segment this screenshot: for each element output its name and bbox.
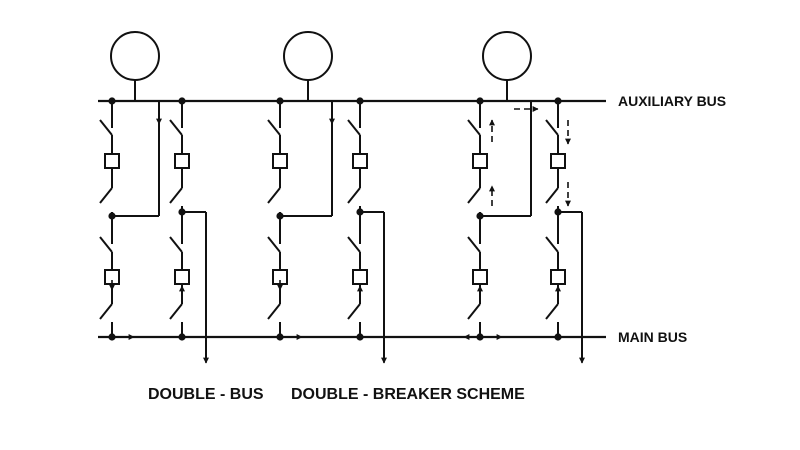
circuit-2-b-lower-disconnect (347, 236, 361, 253)
circuit-2-a-upper-disconnect-2 (267, 187, 281, 204)
circuit-2-main-junction-b (356, 333, 364, 341)
circuit-2-a-lower-disconnect (267, 236, 281, 253)
circuit-2-b-upper-breaker (352, 153, 368, 169)
title-right: DOUBLE - BREAKER SCHEME (291, 386, 525, 403)
circuit-1-b-upper-disconnect-2 (169, 187, 183, 204)
circuit-2-generator-circle (283, 31, 333, 81)
circuit-2-a-upper-disconnect (267, 119, 281, 136)
circuit-1-b-upper-disconnect (169, 119, 183, 136)
circuit-3-b-lower-disconnect-2 (545, 303, 559, 320)
circuit-3-a-upper-disconnect (467, 119, 481, 136)
circuit-1-a-lower-disconnect-2 (99, 303, 113, 320)
circuit-1-a-upper-disconnect (99, 119, 113, 136)
title-left: DOUBLE - BUS (148, 386, 264, 403)
auxiliary-bus-label: AUXILIARY BUS (618, 93, 726, 109)
circuit-3-a-upper-breaker (472, 153, 488, 169)
circuit-3-b-upper-disconnect (545, 119, 559, 136)
circuit-3-b-lower-breaker (550, 269, 566, 285)
circuit-1-generator-circle (110, 31, 160, 81)
circuit-3-a-lower-breaker (472, 269, 488, 285)
circuit-3-main-junction-b (554, 333, 562, 341)
circuit-3-a-upper-disconnect-2 (467, 187, 481, 204)
circuit-2-b-lower-breaker (352, 269, 368, 285)
circuit-1-b-lower-breaker (174, 269, 190, 285)
circuit-1-b-lower-disconnect-2 (169, 303, 183, 320)
circuit-3-b-lower-disconnect (545, 236, 559, 253)
circuit-3-b-upper-disconnect-2 (545, 187, 559, 204)
circuit-1-b-upper-breaker (174, 153, 190, 169)
circuit-2-a-upper-breaker (272, 153, 288, 169)
main-bus-label: MAIN BUS (618, 329, 687, 345)
circuit-2-a-lower-disconnect-2 (267, 303, 281, 320)
circuit-3-a-lower-disconnect-2 (467, 303, 481, 320)
circuit-1-a-lower-disconnect (99, 236, 113, 253)
circuit-3-generator-circle (482, 31, 532, 81)
circuit-1-a-upper-breaker (104, 153, 120, 169)
circuit-1-main-junction-b (178, 333, 186, 341)
circuit-1-a-upper-disconnect-2 (99, 187, 113, 204)
circuit-3-a-lower-disconnect (467, 236, 481, 253)
circuits-group (99, 31, 585, 364)
circuit-2-b-upper-disconnect-2 (347, 187, 361, 204)
circuit-2-b-lower-disconnect-2 (347, 303, 361, 320)
circuit-1-b-lower-disconnect (169, 236, 183, 253)
circuit-2-b-upper-disconnect (347, 119, 361, 136)
circuit-3-b-upper-breaker (550, 153, 566, 169)
